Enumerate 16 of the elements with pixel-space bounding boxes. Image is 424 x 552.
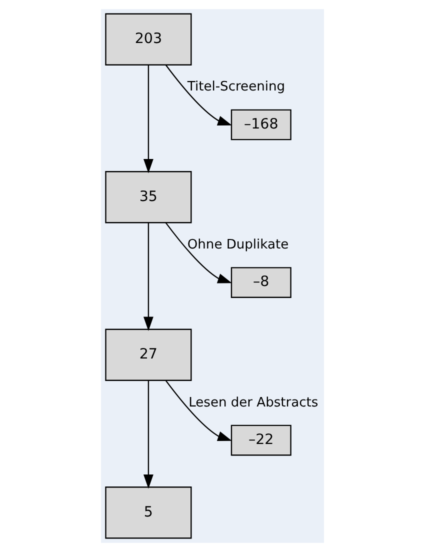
arrow xyxy=(142,380,153,489)
node-box: –168 xyxy=(230,109,291,140)
node-box: 203 xyxy=(104,13,192,66)
arrow xyxy=(142,222,153,331)
arrow xyxy=(164,380,232,441)
arrow xyxy=(164,222,232,284)
arrow xyxy=(142,65,153,174)
edge-label: Titel-Screening xyxy=(186,80,285,95)
node-box: 35 xyxy=(104,171,192,224)
arrow xyxy=(164,64,232,126)
node-box: 5 xyxy=(104,486,192,539)
edge-label: Lesen der Abstracts xyxy=(188,395,318,410)
node-box: –22 xyxy=(230,424,291,456)
node-box: 27 xyxy=(104,328,192,381)
node-box: –8 xyxy=(230,267,291,298)
edge-label: Ohne Duplikate xyxy=(186,237,288,252)
